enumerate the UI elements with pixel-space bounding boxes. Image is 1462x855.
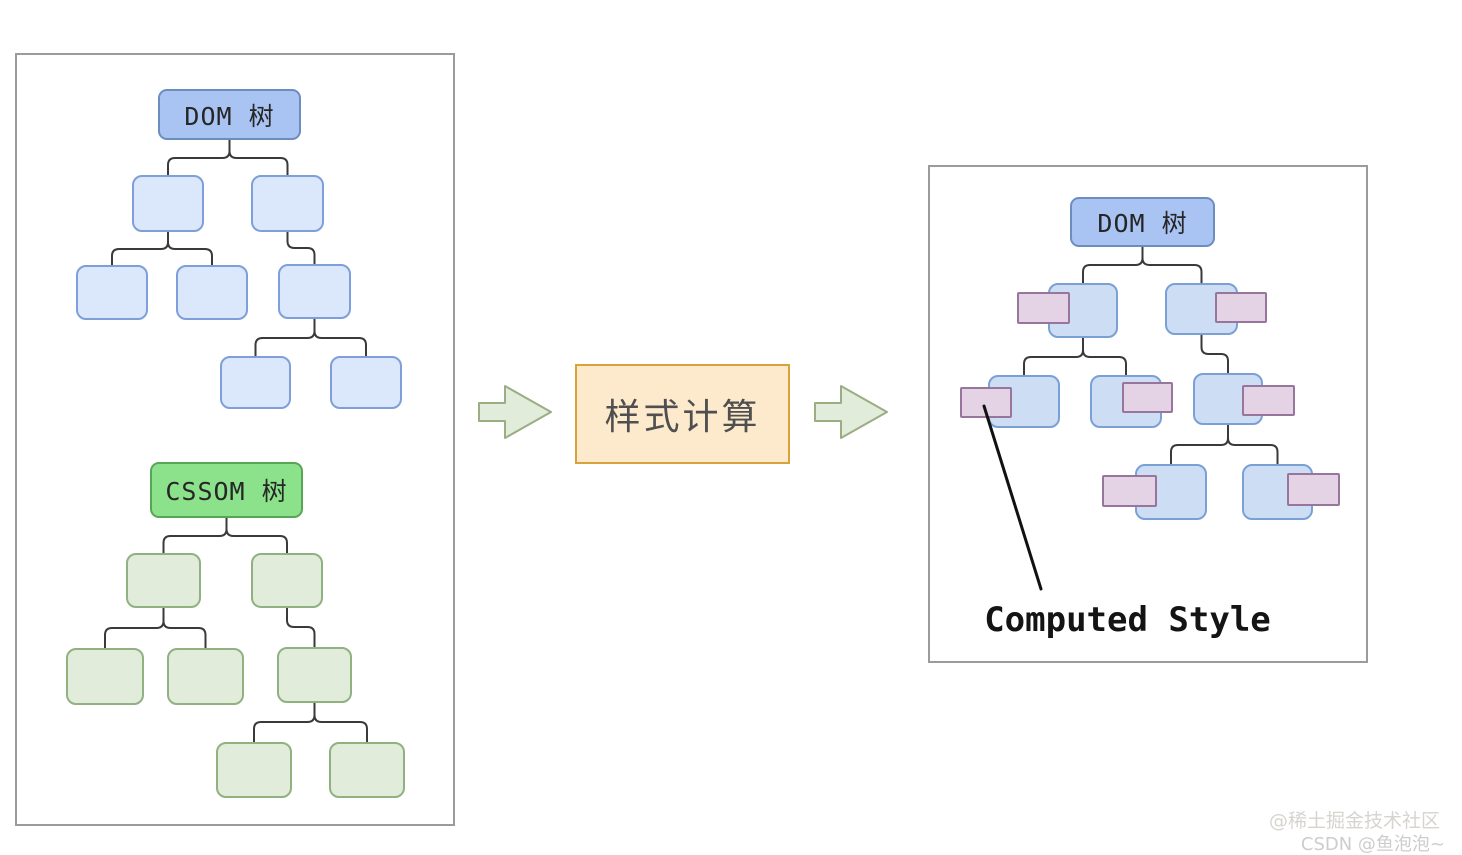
tree-edge	[104, 607, 165, 649]
cssom-node	[277, 647, 352, 703]
dom-tree-root: DOM 树	[158, 89, 301, 140]
computed-style-chip	[1287, 473, 1340, 506]
arrow-right-icon	[814, 385, 888, 439]
tree-edge	[1227, 424, 1279, 465]
tree-edge	[228, 139, 289, 176]
dom-node	[132, 175, 204, 232]
tree-edge	[225, 517, 288, 554]
styled-dom-tree-root: DOM 树	[1070, 197, 1215, 247]
computed-style-chip	[1242, 385, 1295, 416]
computed-style-annotation: Computed Style	[984, 600, 1271, 640]
cssom-node	[126, 553, 201, 608]
tree-edge	[111, 231, 169, 266]
dom-node	[176, 265, 248, 320]
tree-edge	[1082, 337, 1127, 376]
cssom-tree-edges	[104, 517, 368, 743]
tree-edge	[1141, 246, 1203, 284]
computed-style-chip	[1215, 292, 1267, 323]
cssom-node	[66, 648, 144, 705]
cssom-node	[251, 553, 323, 608]
dom-node	[251, 175, 324, 232]
tree-edge	[253, 702, 316, 743]
watermark-juejin: @稀土掘金技术社区	[1268, 810, 1440, 832]
tree-edge	[167, 231, 213, 266]
cssom-node	[216, 742, 292, 798]
cssom-tree-root: CSSOM 树	[150, 462, 303, 518]
tree-edge	[254, 318, 316, 357]
tree-edge	[313, 318, 367, 357]
tree-edge	[1082, 246, 1144, 284]
dom-tree-root-label: DOM 树	[184, 101, 275, 131]
styled-dom-tree-edges	[1023, 246, 1279, 465]
style-computation-label: 样式计算	[604, 397, 761, 438]
cssom-node	[329, 742, 405, 798]
tree-edge	[1170, 424, 1229, 465]
dom-tree-edges	[111, 139, 367, 357]
tree-edge	[313, 702, 368, 743]
computed-style-chip	[1017, 292, 1070, 324]
watermark-csdn: CSDN @鱼泡泡~	[1300, 834, 1445, 855]
tree-edge	[162, 517, 228, 554]
style-computation-box: 样式计算	[575, 364, 790, 464]
styled-dom-tree-root-label: DOM 树	[1097, 209, 1188, 238]
cssom-node	[167, 648, 244, 705]
computed-style-chip	[1122, 382, 1173, 413]
tree-edge	[286, 607, 316, 648]
dom-node	[330, 356, 402, 409]
tree-edge	[1023, 337, 1084, 376]
dom-node	[220, 356, 291, 409]
tree-edge	[162, 607, 207, 649]
computed-style-chip	[960, 387, 1012, 418]
tree-edge	[1200, 334, 1229, 374]
dom-node	[278, 264, 351, 319]
dom-node	[76, 265, 148, 320]
cssom-tree-root-label: CSSOM 树	[165, 477, 288, 506]
tree-edge	[286, 231, 316, 265]
computed-style-chip	[1102, 475, 1157, 507]
tree-edge	[167, 139, 231, 176]
arrow-right-icon	[478, 385, 552, 439]
